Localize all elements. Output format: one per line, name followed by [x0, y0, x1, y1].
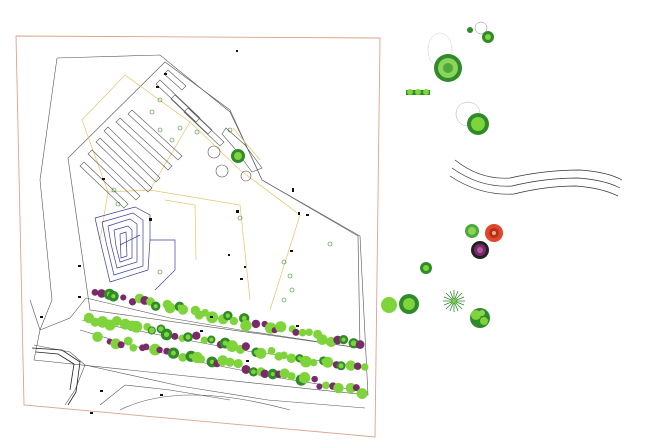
- bright-shrub: [177, 304, 189, 315]
- dark-shrub-highlight: [170, 350, 176, 356]
- bright-shrub: [178, 353, 188, 362]
- symbol-legend: [381, 21, 623, 328]
- bright-shrub: [200, 336, 209, 344]
- property-outline: [33, 54, 369, 396]
- plan-markers: [40, 50, 309, 414]
- bright-shrub: [233, 358, 243, 369]
- purple-shrub: [251, 319, 261, 329]
- bright-shrub: [333, 382, 344, 394]
- bright-shrub: [316, 334, 328, 345]
- dark-shrub-highlight: [341, 337, 346, 342]
- bright-shrub: [240, 319, 252, 332]
- hedge-belt: [83, 288, 369, 399]
- bright-shrub: [286, 353, 297, 364]
- purple-shrub: [142, 343, 150, 351]
- small-tree-cluster-symbol: [467, 21, 494, 43]
- purple-shrub: [241, 364, 251, 374]
- dark-shrub-highlight: [270, 371, 275, 377]
- dark-shrub-highlight: [225, 313, 231, 318]
- bright-shrub: [197, 355, 206, 364]
- site-boundary: [15, 35, 381, 438]
- dark-shrub-highlight: [158, 326, 164, 332]
- purple-shrub: [156, 346, 163, 354]
- double-round-tree-symbol: [381, 294, 419, 314]
- bright-shrub: [255, 347, 267, 359]
- bright-shrub: [129, 343, 138, 352]
- pavilions: [207, 127, 263, 182]
- purple-shrub: [171, 332, 179, 340]
- dark-shrub-highlight: [209, 359, 215, 364]
- conifer-tree-symbol: [427, 32, 462, 82]
- bright-shrub: [275, 321, 287, 333]
- purple-shrub: [353, 362, 362, 370]
- plan-tree-symbols: [111, 97, 333, 303]
- purple-shrub: [117, 341, 125, 349]
- dark-shrub-highlight: [251, 369, 256, 375]
- purple-shrub: [316, 383, 323, 390]
- dark-shrub-highlight: [111, 294, 116, 299]
- purple-shrub: [97, 289, 106, 298]
- bright-shrub: [345, 360, 356, 371]
- dark-shrub-highlight: [163, 331, 170, 338]
- bright-shrub: [130, 320, 143, 333]
- bright-shrub: [229, 316, 239, 326]
- red-flowering-tree-symbol: [485, 224, 503, 242]
- purple-shrub: [128, 298, 137, 306]
- river-symbol: [449, 159, 623, 197]
- bright-shrub: [164, 302, 176, 314]
- bright-shrub: [267, 347, 276, 355]
- bright-shrub: [280, 351, 288, 360]
- dark-shrub-highlight: [209, 337, 214, 342]
- bright-shrub: [279, 368, 290, 379]
- main-building: [94, 206, 176, 291]
- bright-shrub: [309, 358, 318, 367]
- purple-shrub: [311, 375, 318, 383]
- round-tree-symbol: [465, 224, 479, 238]
- purple-shrub: [91, 288, 99, 296]
- bright-shrub: [322, 356, 334, 368]
- bright-shrub: [345, 382, 357, 394]
- dark-shrub-highlight: [148, 327, 155, 334]
- bright-shrub: [92, 331, 103, 343]
- bushy-tree-symbol: [470, 308, 490, 328]
- purple-shrub: [241, 342, 250, 351]
- bright-shrub: [225, 357, 235, 367]
- purple-shrub: [352, 384, 360, 392]
- site-parcel-outline: [67, 61, 361, 349]
- bottom-left-structure: [31, 347, 81, 406]
- fern-palm-symbol: [443, 290, 465, 312]
- purple-shrub: [192, 331, 201, 340]
- purple-shrub: [292, 328, 300, 336]
- pavilion-tree: [231, 149, 245, 163]
- dark-shrub-highlight: [185, 334, 191, 340]
- purple-shrub: [120, 294, 127, 301]
- purple-shrub: [355, 340, 365, 349]
- dark-shrub-highlight: [153, 304, 158, 309]
- dark-shrub-highlight: [241, 315, 247, 321]
- dark-purple-tree-symbol: [471, 241, 489, 259]
- bright-shrub: [322, 381, 330, 390]
- bright-shrub: [361, 363, 369, 371]
- dark-shrub-highlight: [338, 363, 344, 369]
- bright-shrub: [305, 328, 313, 336]
- bright-shrub: [123, 336, 133, 346]
- purple-shrub: [260, 369, 269, 379]
- small-shrub-symbol: [420, 262, 432, 274]
- bright-shrub: [111, 316, 122, 326]
- broadleaf-tree-symbol: [455, 101, 489, 135]
- bright-shrub: [298, 372, 311, 384]
- bright-shrub: [300, 355, 312, 368]
- site-plan: [15, 35, 381, 438]
- hedge-symbol: [406, 89, 430, 95]
- dark-shrub-highlight: [350, 340, 357, 347]
- bright-shrub: [356, 388, 368, 399]
- parking-rows: [79, 69, 225, 209]
- bright-shrub: [287, 372, 296, 381]
- dark-shrub-highlight: [222, 340, 228, 346]
- bright-shrub: [226, 340, 239, 353]
- bright-shrub: [298, 328, 307, 337]
